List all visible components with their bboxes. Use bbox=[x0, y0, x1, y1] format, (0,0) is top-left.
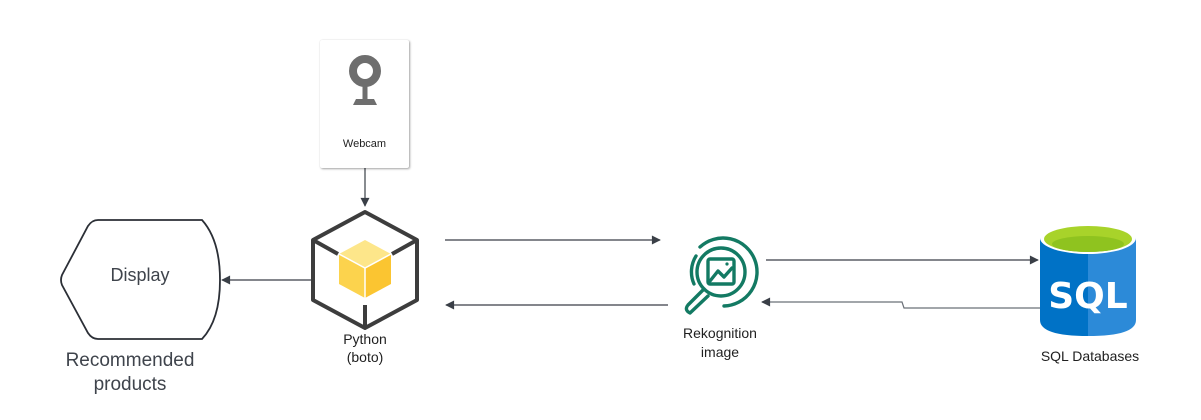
edge-sql-to-rekognition bbox=[761, 297, 1040, 309]
display-label: Display bbox=[110, 265, 170, 285]
database-icon: SQL bbox=[1040, 222, 1136, 336]
display-shape bbox=[60, 219, 221, 340]
cube-icon bbox=[338, 240, 392, 298]
rekognition-node[interactable] bbox=[684, 236, 759, 315]
python-label-line2: (boto) bbox=[346, 349, 384, 365]
magnifier-image-icon bbox=[684, 236, 759, 315]
display-caption-line2: products bbox=[93, 374, 167, 395]
sql-label: SQL Databases bbox=[1040, 348, 1140, 364]
sql-node[interactable]: SQL bbox=[1040, 222, 1136, 336]
webcam-label: Webcam bbox=[342, 138, 387, 150]
webcam-node[interactable]: Webcam bbox=[320, 40, 409, 168]
edges bbox=[221, 168, 1040, 310]
sql-icon-text: SQL bbox=[1048, 276, 1127, 317]
rekognition-label-line2: image bbox=[700, 344, 740, 360]
display-caption-line1: Recommended bbox=[65, 350, 195, 371]
python-node[interactable] bbox=[311, 210, 419, 330]
hexagon-outline-icon bbox=[311, 210, 419, 330]
webcam-icon bbox=[349, 55, 381, 105]
python-label-line1: Python bbox=[343, 331, 387, 347]
rekognition-label-line1: Rekognition bbox=[683, 325, 757, 341]
display-node[interactable] bbox=[60, 219, 221, 340]
